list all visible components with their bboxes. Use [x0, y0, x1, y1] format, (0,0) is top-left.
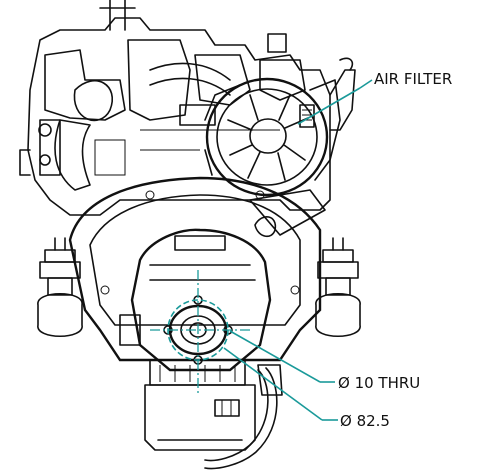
air-filter-label: AIR FILTER — [374, 70, 452, 88]
thru-hole-label: Ø 10 THRU — [338, 374, 420, 392]
engine-top-assembly — [19, 0, 356, 216]
coolant-pipe — [204, 364, 283, 470]
thru-hole-leader — [229, 330, 335, 383]
bolt-circle-label: Ø 82.5 — [340, 412, 390, 430]
bolt-circle-outline — [167, 299, 229, 361]
bolt-circle-leader — [223, 347, 338, 421]
oil-sump — [144, 384, 256, 451]
left-engine-mount — [37, 237, 83, 337]
right-engine-mount — [315, 237, 361, 337]
air-filter-leader — [297, 79, 373, 125]
gearbox-housing — [119, 228, 272, 386]
air-filter — [204, 77, 341, 197]
bell-housing — [68, 176, 326, 362]
